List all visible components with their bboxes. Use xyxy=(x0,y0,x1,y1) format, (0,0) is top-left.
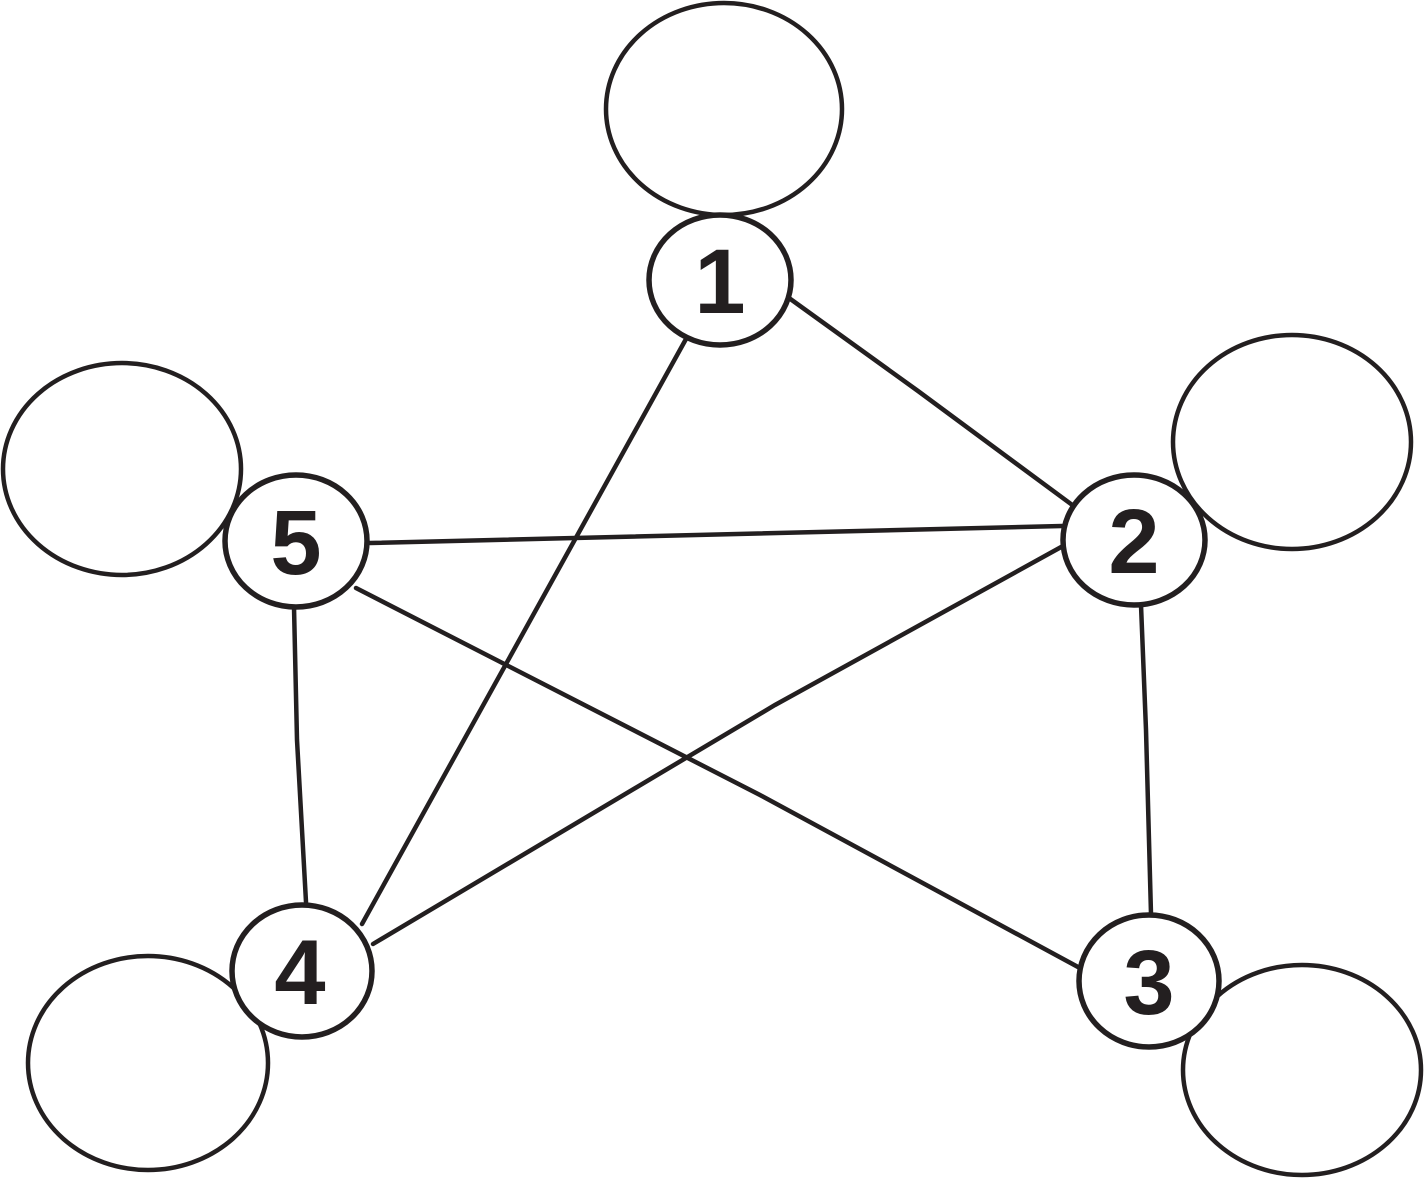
edge-2-3 xyxy=(1138,602,1154,917)
self-loop-node-5 xyxy=(0,360,244,578)
node-label: 2 xyxy=(1108,491,1159,593)
edge-1-2 xyxy=(786,295,1078,510)
node-circle xyxy=(1060,472,1208,608)
node-circle xyxy=(229,902,375,1040)
self-loop-node-3 xyxy=(1180,962,1424,1178)
edge-5-3 xyxy=(353,585,1081,970)
node-3: 3 xyxy=(1076,912,1222,1050)
self-loop-node-2 xyxy=(1170,332,1414,552)
node-label: 1 xyxy=(694,231,745,333)
node-label: 5 xyxy=(270,492,321,594)
node-5: 5 xyxy=(222,472,370,610)
node-4: 4 xyxy=(229,902,375,1040)
node-circle xyxy=(1076,912,1222,1050)
node-2: 2 xyxy=(1060,472,1208,608)
node-circle xyxy=(646,212,794,348)
node-1: 1 xyxy=(646,212,794,348)
edges xyxy=(291,295,1154,970)
edge-2-4 xyxy=(370,543,1066,947)
edge-5-2 xyxy=(367,523,1065,546)
self-loop-node-1 xyxy=(603,0,845,218)
node-label: 3 xyxy=(1123,932,1174,1034)
node-label: 4 xyxy=(274,922,325,1024)
edge-1-4 xyxy=(359,336,689,927)
node-circle xyxy=(222,472,370,610)
self-loop-node-4 xyxy=(25,953,271,1173)
edge-5-4 xyxy=(291,604,309,905)
